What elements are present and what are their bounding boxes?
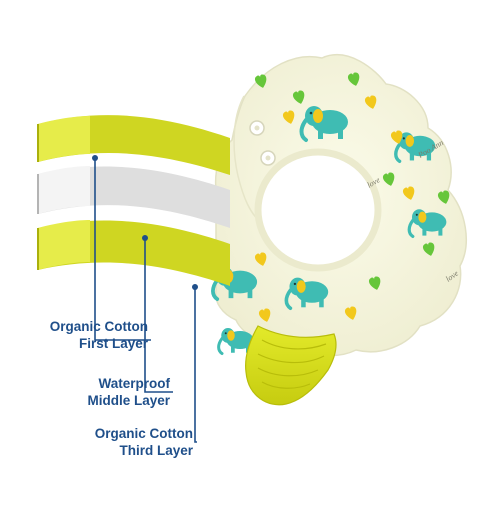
callout-leader-first (94, 158, 151, 341)
layer-waterproof-middle (37, 166, 230, 228)
heart-print-icon (254, 74, 267, 88)
bib-neck-inner (264, 158, 372, 262)
heart-print-icon (282, 110, 295, 124)
callout-dot-first (92, 155, 98, 161)
callout-dot-middle (142, 235, 148, 241)
callout-dot-third (192, 284, 198, 290)
callout-leaders (92, 155, 198, 443)
callout-text: Middle Layer (87, 393, 170, 408)
callout-label-first-layer: Organic Cotton First Layer (50, 318, 148, 352)
heart-print-icon (437, 190, 450, 204)
snap-button-icon (260, 150, 276, 166)
elephant-print-icon (217, 328, 254, 355)
heart-print-icon (422, 242, 435, 256)
callout-text: Waterproof (98, 376, 171, 391)
heart-print-icon (347, 72, 360, 86)
layer-cross-section (37, 115, 230, 286)
heart-print-icon (390, 130, 403, 144)
callout-text: First Layer (78, 336, 148, 351)
callout-text: Third Layer (119, 443, 193, 458)
callout-label-third-layer: Organic Cotton Third Layer (95, 425, 193, 459)
heart-print-icon (292, 90, 305, 104)
layer-organic-cotton-third (37, 220, 230, 286)
bib: love Poo Ann love (211, 54, 467, 357)
elephant-print-icon (299, 106, 348, 142)
callout-leader-middle (144, 238, 173, 393)
teether-icon (245, 325, 337, 406)
callout-text: Organic Cotton (94, 426, 193, 441)
heart-print-icon (368, 276, 381, 290)
heart-print-icon (344, 306, 357, 320)
heart-print-icon (258, 308, 271, 322)
heart-print-icon (254, 252, 267, 266)
layer-organic-cotton-first (37, 115, 230, 175)
elephant-print-icon (284, 277, 329, 311)
callout-label-middle-layer: Waterproof Middle Layer (87, 375, 170, 409)
bib-flap-edge (233, 95, 261, 223)
callout-leader-third (194, 287, 197, 443)
elephant-print-icon (394, 132, 436, 164)
heart-print-icon (402, 186, 415, 200)
elephant-print-icon (407, 209, 447, 239)
heart-print-icon (364, 95, 377, 109)
callout-text: Organic Cotton (49, 319, 148, 334)
heart-print-icon (382, 172, 395, 186)
snap-button-icon (249, 120, 265, 136)
